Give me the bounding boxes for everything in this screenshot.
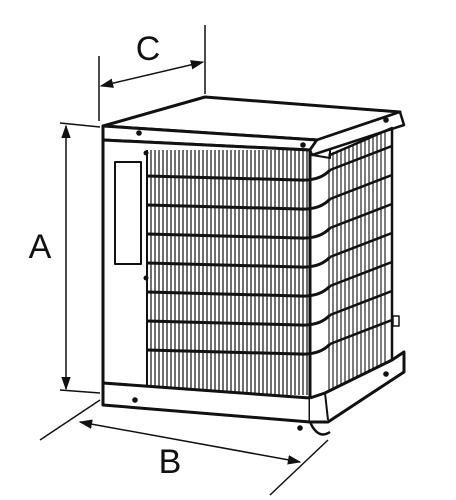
screw [297, 425, 303, 431]
service-label-window [114, 161, 142, 265]
screw [383, 371, 389, 377]
side-access-tab [392, 315, 400, 327]
dimension-a-label: A [29, 228, 52, 266]
screw [300, 142, 306, 148]
dimension-b [39, 399, 329, 496]
side-grille [328, 130, 386, 393]
dimension-c-label: C [136, 30, 161, 68]
front-guard-rails [146, 168, 332, 356]
screw [136, 130, 142, 136]
dimension-c [98, 25, 206, 121]
front-grille [150, 150, 308, 395]
screw [132, 397, 138, 403]
dimension-b-label: B [159, 443, 182, 481]
lid-side [308, 110, 406, 157]
condenser-unit-icon [101, 95, 406, 436]
side-guard-rails [329, 144, 393, 346]
screw [383, 117, 389, 123]
dimension-a [59, 122, 101, 394]
